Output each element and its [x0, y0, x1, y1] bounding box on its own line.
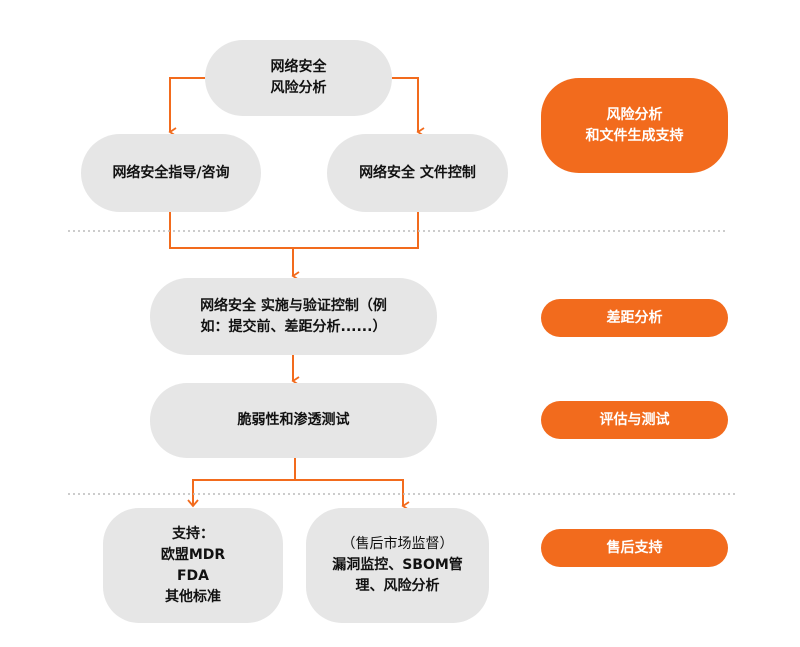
- phase-gap-analysis: 差距分析: [541, 299, 728, 337]
- arrowhead-left: [187, 499, 199, 508]
- connector-risk-to-doccontrol: [392, 77, 425, 137]
- phase-after-sales: 售后支持: [541, 529, 728, 567]
- node-support: 支持： 欧盟MDR FDA 其他标准: [103, 508, 283, 623]
- phase-risk-docs: 风险分析 和文件生成支持: [541, 78, 728, 173]
- node-testing: 脆弱性和渗透测试: [150, 383, 437, 458]
- connector-risk-to-guidance: [168, 77, 205, 137]
- node-implementation: 网络安全 实施与验证控制（例 如：提交前、差距分析......）: [150, 278, 437, 355]
- node-guidance: 网络安全指导/咨询: [81, 134, 261, 212]
- connector-testing-to-bottom: [192, 458, 403, 506]
- node-postmarket: （售后市场监督） 漏洞监控、SBOM管 理、风险分析: [306, 508, 489, 623]
- connector-top-to-implementation: [169, 212, 419, 276]
- node-doc-control: 网络安全 文件控制: [327, 134, 508, 212]
- node-risk-analysis: 网络安全 风险分析: [205, 40, 392, 116]
- phase-eval-test: 评估与测试: [541, 401, 728, 439]
